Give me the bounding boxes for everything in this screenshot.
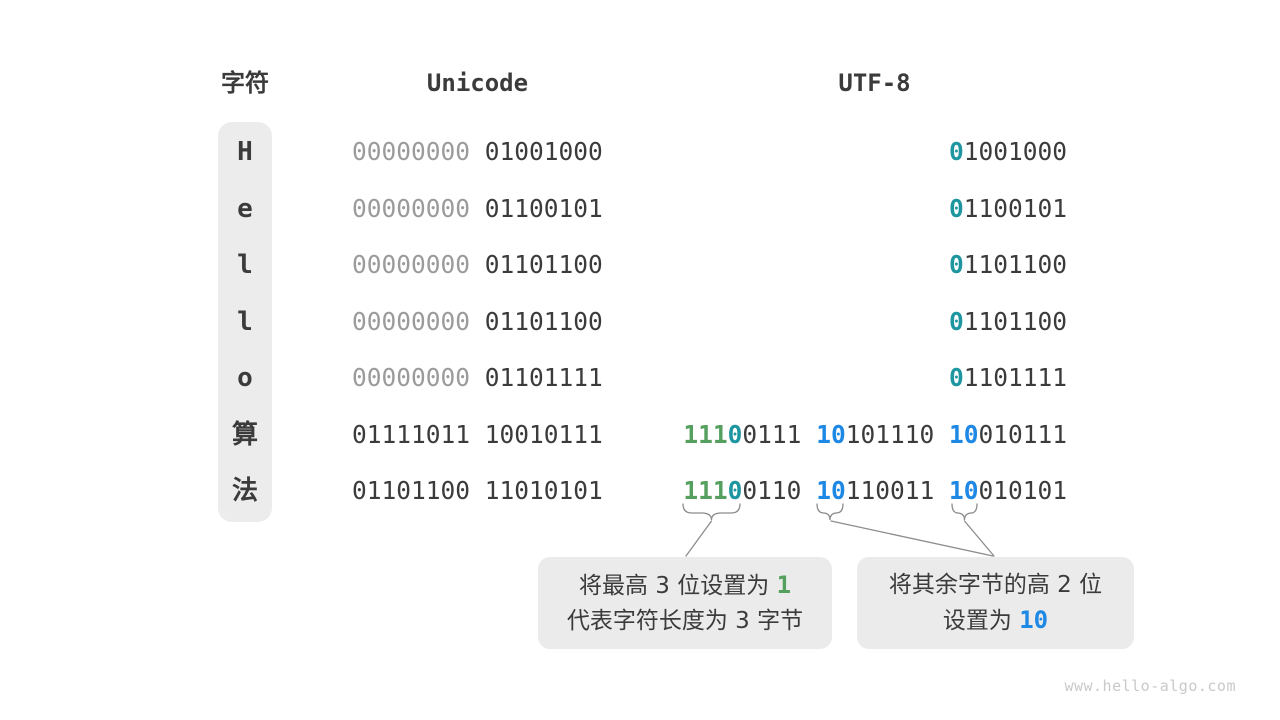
utf8-bits: 01101100 — [949, 248, 1067, 282]
bit-segment-gray: 00000000 — [352, 307, 471, 336]
bit-segment-blue: 10 — [816, 420, 846, 449]
bit-segment-dark: 101110 — [845, 420, 949, 449]
callout-lead-byte: 将最高 3 位设置为 1 代表字符长度为 3 字节 — [538, 557, 832, 649]
utf8-bits: 01101111 — [949, 361, 1067, 395]
char-column-pill — [218, 122, 272, 522]
utf8-bits: 11100110 10110011 10010101 — [683, 474, 1067, 508]
utf8-bits: 01001000 — [949, 135, 1067, 169]
bit-segment-teal: 0 — [727, 420, 743, 449]
unicode-bits: 00000000 01101111 — [352, 361, 603, 395]
connector-line-cont1 — [830, 520, 994, 557]
connector-line-lead — [685, 520, 713, 557]
bit-segment-dark: 0110 — [742, 476, 817, 505]
callout-lead-line2: 代表字符长度为 3 字节 — [538, 604, 832, 639]
bit-segment-blue: 10 — [948, 420, 979, 449]
bit-segment-dark: 01001000 — [470, 137, 603, 166]
bit-segment-green: 111 — [683, 476, 728, 505]
bit-segment-gray: 00000000 — [352, 363, 471, 392]
bit-segment-green: 111 — [683, 420, 728, 449]
bit-segment-dark: 01101111 — [470, 363, 603, 392]
utf8-bits: 01101100 — [949, 305, 1067, 339]
bit-segment-gray: 00000000 — [352, 137, 471, 166]
bit-segment-gray: 00000000 — [352, 250, 471, 279]
bit-segment-gray: 00000000 — [352, 194, 471, 223]
bit-segment-teal: 0 — [948, 137, 964, 166]
bit-segment-blue: 10 — [1019, 605, 1049, 634]
bit-segment-dark: 1001000 — [963, 137, 1067, 166]
bit-segment-dark: 010101 — [978, 476, 1067, 505]
watermark: www.hello-algo.com — [1064, 677, 1236, 695]
char-cell: l — [237, 307, 253, 337]
callout-cont-line1: 将其余字节的高 2 位 — [857, 568, 1134, 603]
bit-segment-dark: 01111011 10010111 — [352, 420, 603, 449]
bit-segment-dark: 1101100 — [963, 250, 1067, 279]
char-cell: e — [237, 194, 253, 224]
unicode-bits: 00000000 01100101 — [352, 192, 603, 226]
char-cell: o — [237, 363, 253, 393]
bit-segment-dark: 01101100 11010101 — [352, 476, 603, 505]
bit-segment-dark: 将最高 3 位设置为 — [578, 572, 777, 599]
bit-segment-dark: 010111 — [978, 420, 1067, 449]
bit-segment-dark: 设置为 — [942, 607, 1020, 634]
header-utf8: UTF-8 — [838, 69, 911, 97]
unicode-bits: 00000000 01001000 — [352, 135, 603, 169]
char-cell: 算 — [231, 420, 258, 450]
char-cell: l — [237, 250, 253, 280]
bit-segment-dark: 代表字符长度为 3 字节 — [566, 607, 804, 634]
char-cell: H — [237, 137, 253, 167]
callout-lead-line1: 将最高 3 位设置为 1 — [538, 568, 832, 604]
connector-line-cont2 — [963, 520, 995, 557]
bit-segment-teal: 0 — [948, 194, 964, 223]
bit-segment-dark: 01100101 — [470, 194, 603, 223]
bit-segment-green: 1 — [776, 570, 792, 599]
char-cell: 法 — [231, 476, 258, 506]
bit-segment-dark: 1101100 — [963, 307, 1067, 336]
header-char: 字符 — [221, 69, 269, 97]
bit-segment-dark: 110011 — [845, 476, 949, 505]
utf8-bits: 11100111 10101110 10010111 — [683, 418, 1067, 452]
bit-segment-dark: 0111 — [742, 420, 817, 449]
bit-segment-dark: 1101111 — [963, 363, 1067, 392]
unicode-bits: 01111011 10010111 — [352, 418, 603, 452]
bit-segment-dark: 将其余字节的高 2 位 — [888, 571, 1103, 598]
unicode-bits: 00000000 01101100 — [352, 305, 603, 339]
utf8-bits: 01100101 — [949, 192, 1067, 226]
bit-segment-dark: 01101100 — [470, 250, 603, 279]
unicode-bits: 01101100 11010101 — [352, 474, 603, 508]
bit-segment-teal: 0 — [727, 476, 743, 505]
bit-segment-dark: 01101100 — [470, 307, 603, 336]
bit-segment-blue: 10 — [948, 476, 979, 505]
bit-segment-blue: 10 — [816, 476, 846, 505]
unicode-bits: 00000000 01101100 — [352, 248, 603, 282]
callout-continuation-byte: 将其余字节的高 2 位 设置为 10 — [857, 557, 1134, 649]
bit-segment-teal: 0 — [948, 250, 964, 279]
bit-segment-dark: 1100101 — [963, 194, 1067, 223]
bit-segment-teal: 0 — [948, 363, 964, 392]
callout-cont-line2: 设置为 10 — [857, 603, 1134, 639]
bit-segment-teal: 0 — [948, 307, 964, 336]
header-unicode: Unicode — [426, 69, 529, 97]
